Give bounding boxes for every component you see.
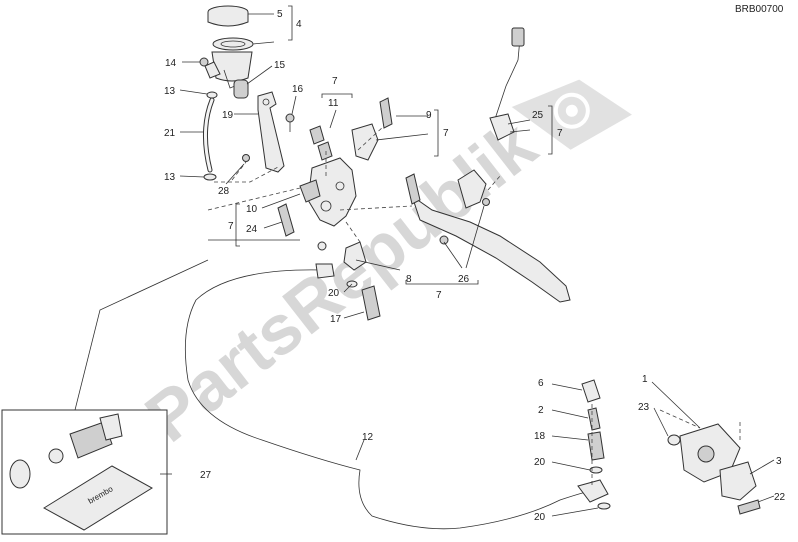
- callout-13-top: 13: [164, 86, 176, 97]
- inset-kit-27[interactable]: brembo: [1, 259, 209, 535]
- washer-10[interactable]: [317, 241, 327, 251]
- callout-labels: 5 4 14 15 13 16 19 21 13 28 7 11 9 7 10 …: [164, 9, 786, 523]
- guide-lines: [207, 125, 741, 486]
- bleed-screw-9[interactable]: [379, 97, 393, 129]
- screw-22[interactable]: [737, 499, 761, 515]
- group-brackets: [235, 5, 553, 285]
- callout-7-right: 7: [443, 128, 449, 139]
- reservoir-body[interactable]: [204, 51, 253, 89]
- callout-25: 25: [532, 110, 544, 121]
- kit-circlip: [48, 448, 64, 464]
- callout-13-bottom: 13: [164, 172, 176, 183]
- seal-23[interactable]: [667, 434, 681, 446]
- cap-6[interactable]: [581, 379, 601, 403]
- reference-code: BRB00700: [735, 4, 784, 15]
- pin-24[interactable]: [277, 203, 295, 237]
- callout-6: 6: [538, 378, 544, 389]
- callout-9: 9: [426, 110, 432, 121]
- callout-1: 1: [642, 374, 648, 385]
- callout-8: 8: [406, 274, 412, 285]
- callout-28: 28: [218, 186, 230, 197]
- screw-28[interactable]: [242, 154, 250, 162]
- callout-12: 12: [362, 432, 374, 443]
- callout-26: 26: [458, 274, 470, 285]
- callout-5: 5: [277, 9, 283, 20]
- lever-pivot-26[interactable]: [439, 198, 490, 245]
- callout-20-upper: 20: [534, 457, 546, 468]
- screw-14[interactable]: [199, 57, 209, 67]
- banjo-bolt-17[interactable]: [361, 285, 381, 321]
- callout-7-switch: 7: [557, 128, 563, 139]
- callout-23: 23: [638, 402, 650, 413]
- callout-7-top: 7: [332, 76, 338, 87]
- callout-21: 21: [164, 128, 176, 139]
- master-cylinder-body[interactable]: [299, 123, 379, 227]
- reservoir-seal[interactable]: [212, 37, 254, 51]
- kit-spring: [99, 413, 123, 441]
- callout-17: 17: [330, 314, 342, 325]
- slave-cylinder-cover-3[interactable]: [719, 461, 757, 501]
- clutch-lever[interactable]: [405, 169, 571, 303]
- callout-27: 27: [200, 470, 212, 481]
- bleed-nipple-2[interactable]: [587, 407, 601, 431]
- reservoir-cap[interactable]: [207, 5, 249, 27]
- leader-lines: [160, 13, 775, 517]
- callout-20-lower: 20: [534, 512, 546, 523]
- callout-2: 2: [538, 405, 544, 416]
- clamp-15[interactable]: [233, 79, 249, 99]
- gear-icon: [511, 79, 632, 150]
- callout-4: 4: [296, 19, 302, 30]
- clutch-switch-25[interactable]: [489, 27, 525, 141]
- reservoir-hose-21[interactable]: [202, 97, 215, 173]
- callout-7-bottom: 7: [436, 290, 442, 301]
- screw-16[interactable]: [285, 113, 295, 132]
- kit-boot: [9, 459, 31, 489]
- hose-clamp-13-top[interactable]: [206, 91, 218, 99]
- kit-package: [43, 465, 153, 531]
- fitting-18[interactable]: [587, 431, 605, 461]
- callout-18: 18: [534, 431, 546, 442]
- callout-10: 10: [246, 204, 258, 215]
- callout-14: 14: [165, 58, 177, 69]
- callout-11: 11: [328, 98, 339, 109]
- callout-19: 19: [222, 110, 234, 121]
- callout-15: 15: [274, 60, 286, 71]
- kit-piston: [69, 421, 113, 459]
- banjo-fitting-lower[interactable]: [577, 479, 609, 503]
- screws-11[interactable]: [309, 125, 333, 161]
- callout-20-mc: 20: [328, 288, 340, 299]
- hose-clamp-13-bottom[interactable]: [203, 173, 217, 181]
- washer-20-lower[interactable]: [597, 502, 611, 510]
- reservoir-bracket-19[interactable]: [257, 91, 285, 173]
- callout-22: 22: [774, 492, 786, 503]
- callout-16: 16: [292, 84, 304, 95]
- callout-7-left: 7: [228, 221, 234, 232]
- hydraulic-line-12[interactable]: [184, 263, 605, 530]
- slave-cylinder-1[interactable]: [679, 423, 741, 483]
- callout-24: 24: [246, 224, 258, 235]
- callout-3: 3: [776, 456, 782, 467]
